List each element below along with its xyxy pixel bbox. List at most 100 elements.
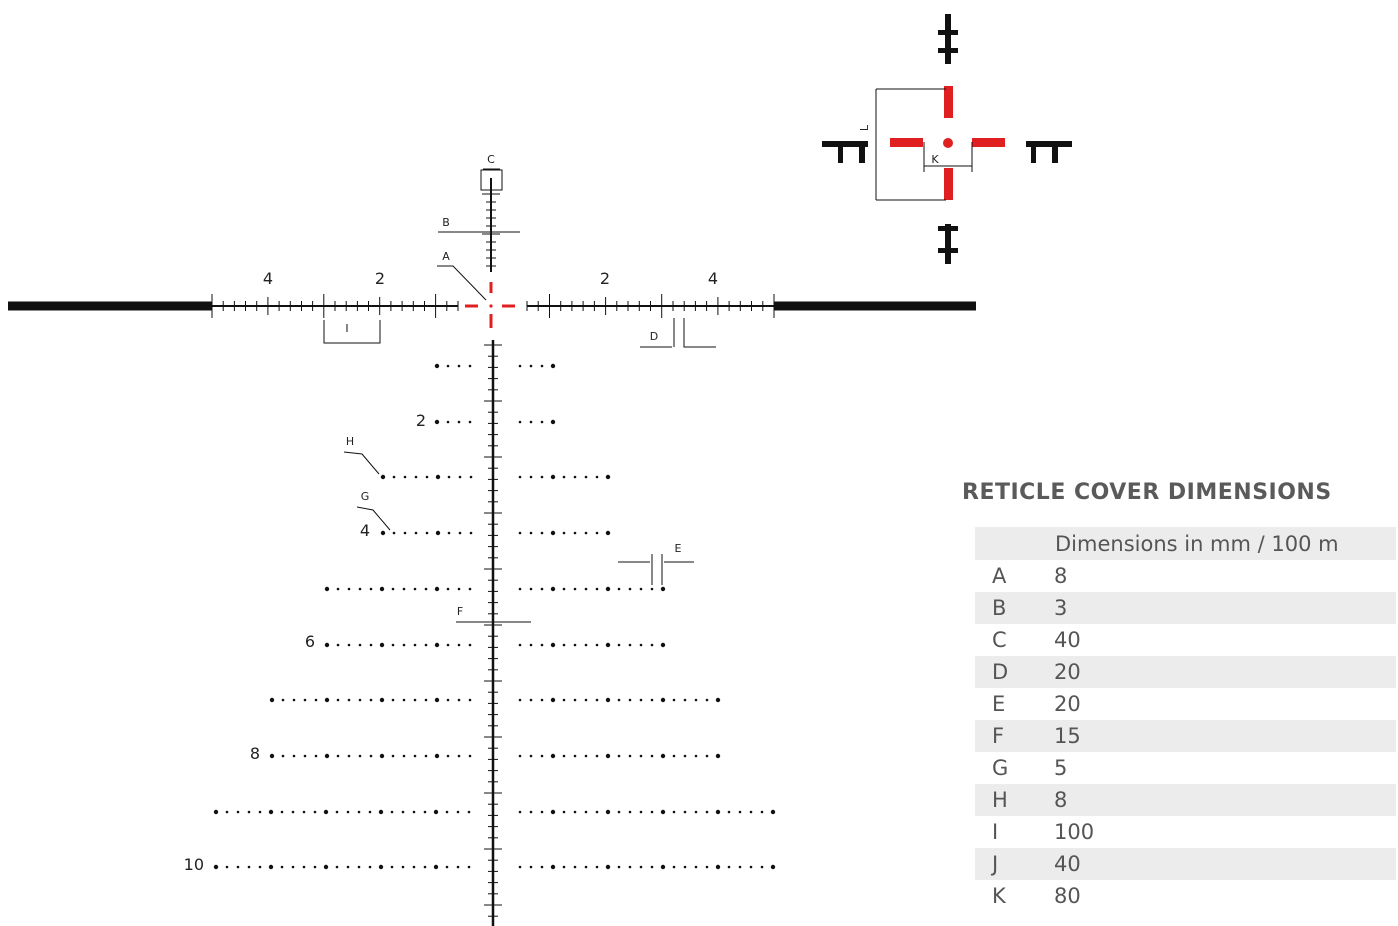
holdover-dot (378, 809, 384, 815)
dimension-key: A (992, 564, 1007, 588)
holdover-dot (562, 475, 566, 479)
label-left-2: 2 (375, 269, 385, 288)
holdover-dot (529, 587, 533, 591)
dimension-value: 15 (1054, 720, 1396, 752)
holdover-dot (378, 864, 384, 870)
holdover-dot (518, 698, 522, 702)
holdover-dot (628, 754, 632, 758)
holdover-dot (518, 643, 522, 647)
dimension-key: J (975, 848, 1054, 880)
holdover-dot (456, 865, 460, 869)
holdover-dot (358, 587, 362, 591)
holdover-dot (413, 698, 417, 702)
holdover-dot (628, 865, 632, 869)
inset-right-post (1026, 141, 1072, 163)
dimension-row: A 8 (975, 560, 1396, 592)
holdover-dot (540, 531, 544, 535)
dimensions-title: RETICLE COVER DIMENSIONS (962, 480, 1332, 505)
center-dot (489, 304, 493, 308)
callout-a (437, 265, 487, 301)
holdover-dot (628, 643, 632, 647)
holdover-dot (617, 865, 621, 869)
holdover-dot (368, 810, 372, 814)
holdover-dot (550, 419, 556, 425)
holdover-dot (379, 642, 385, 648)
holdover-dot (413, 643, 417, 647)
dimension-key: D (975, 656, 1054, 688)
holdover-dot (605, 474, 611, 480)
holdover-dots (213, 363, 776, 870)
holdover-dot (529, 531, 533, 535)
holdover-dot (672, 754, 676, 758)
holdover-dot (447, 475, 451, 479)
callout-g-label: G (361, 490, 370, 503)
dimension-value: 100 (1054, 820, 1095, 844)
holdover-dot (313, 810, 317, 814)
holdover-dot (584, 754, 588, 758)
holdover-dot (392, 475, 396, 479)
holdover-dot (424, 698, 428, 702)
holdover-dot (324, 697, 330, 703)
holdover-dot (423, 865, 427, 869)
holdover-dot (281, 754, 285, 758)
holdover-dot (540, 587, 544, 591)
holdover-dot (550, 809, 556, 815)
holdover-dot (550, 586, 556, 592)
inset-label-k: K (931, 153, 939, 166)
holdover-dot (705, 754, 709, 758)
holdover-dot (749, 865, 753, 869)
holdover-dot (413, 587, 417, 591)
holdover-dot (324, 753, 330, 759)
dimension-row: F 15 (975, 720, 1396, 752)
holdover-dot (562, 865, 566, 869)
holdover-dot (446, 364, 450, 368)
holdover-dot (247, 810, 251, 814)
callout-a-label: A (442, 250, 450, 263)
dimension-row: E 20 (975, 688, 1396, 720)
inset-dimension-lines (875, 88, 973, 201)
holdover-dot (550, 642, 556, 648)
holdover-dot (760, 865, 764, 869)
holdover-dot (225, 865, 229, 869)
dimension-value: 8 (1054, 564, 1068, 588)
inset-red-cross (890, 86, 1005, 200)
holdover-dot (727, 810, 731, 814)
holdover-dot (550, 530, 556, 536)
holdover-dot (605, 809, 611, 815)
dimension-row: J 40 (975, 848, 1396, 880)
callout-c-label: C (487, 153, 495, 166)
holdover-dot (434, 697, 440, 703)
holdover-dot (639, 643, 643, 647)
holdover-dot (705, 698, 709, 702)
holdover-dot (358, 754, 362, 758)
holdover-dot (650, 810, 654, 814)
holdover-dot (457, 587, 461, 591)
holdover-dot (605, 642, 611, 648)
holdover-dot (303, 698, 307, 702)
holdover-dot (529, 698, 533, 702)
holdover-dot (683, 810, 687, 814)
dimension-row: K 80 (975, 880, 1396, 912)
holdover-dot (458, 475, 462, 479)
holdover-dot (225, 810, 229, 814)
dimension-value: 40 (1054, 848, 1396, 880)
holdover-dot (694, 810, 698, 814)
holdover-dot (402, 587, 406, 591)
holdover-dot (412, 865, 416, 869)
holdover-dot (518, 420, 522, 424)
holdover-dot (529, 420, 533, 424)
holdover-dot (562, 587, 566, 591)
holdover-dot (369, 587, 373, 591)
holdover-dot (617, 698, 621, 702)
holdover-dot (573, 587, 577, 591)
holdover-dot (468, 754, 472, 758)
holdover-dot (660, 753, 666, 759)
inset-bottom-post (938, 224, 958, 264)
holdover-dot (468, 643, 472, 647)
holdover-dot (518, 531, 522, 535)
holdover-dot (446, 420, 450, 424)
holdover-dot (314, 698, 318, 702)
callout-d-label: D (650, 330, 658, 343)
holdover-dot (435, 474, 441, 480)
holdover-dot (694, 698, 698, 702)
